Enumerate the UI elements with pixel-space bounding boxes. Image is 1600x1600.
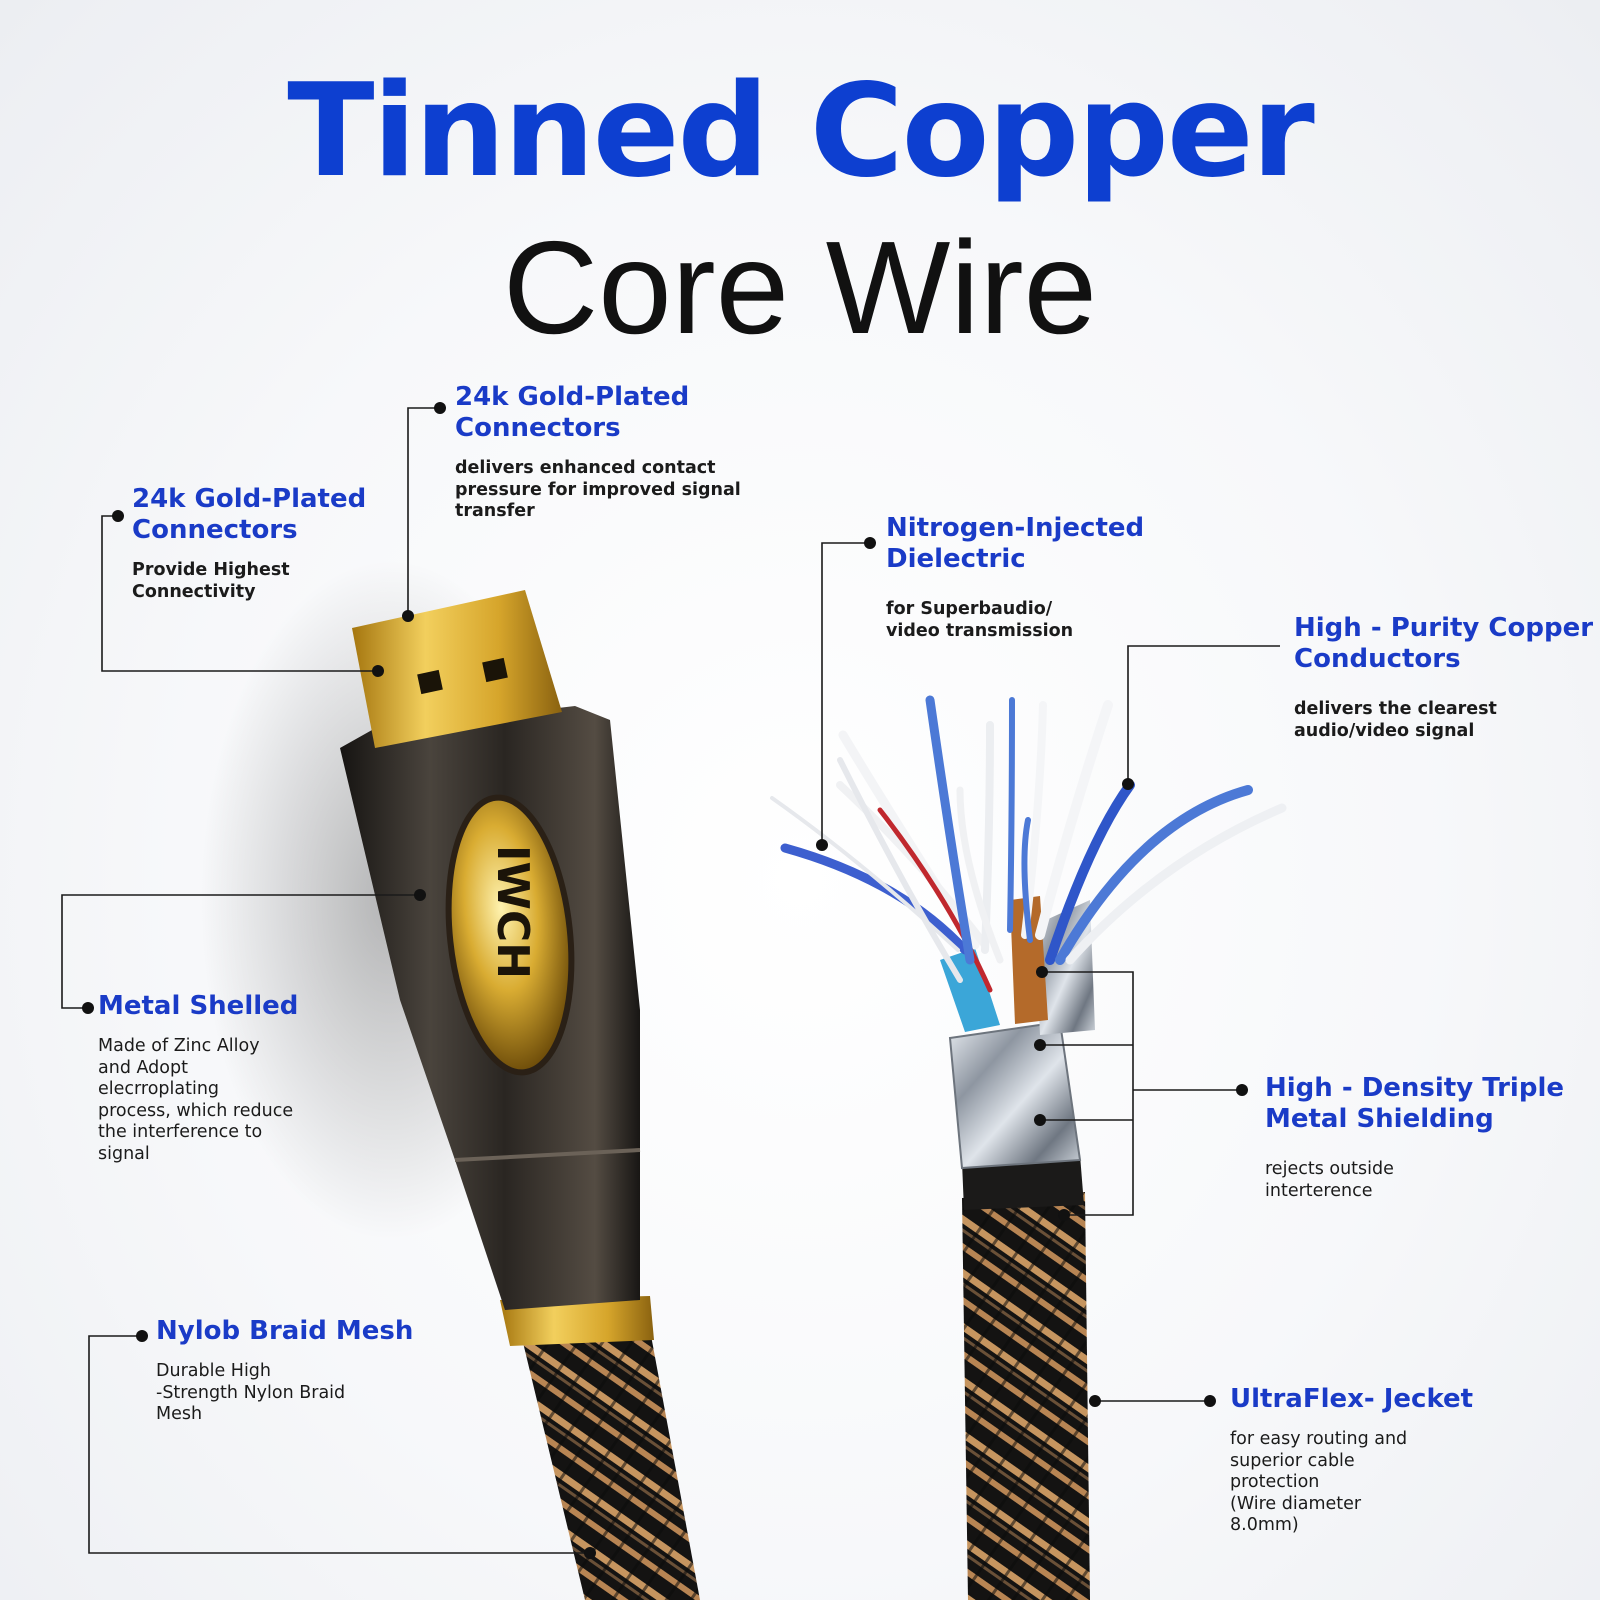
title-line-1: Tinned Copper — [287, 57, 1315, 206]
jacket-band — [962, 1155, 1084, 1210]
leader-gold-top — [407, 407, 440, 616]
plug-hole-right — [482, 657, 508, 683]
leader-triple-1 — [1042, 971, 1134, 1216]
braided-cable-right — [962, 1192, 1090, 1600]
foil-shield — [948, 1020, 1082, 1170]
callout-description: for easy routing and superior cable prot… — [1230, 1429, 1408, 1535]
callout-heading: 24k Gold-Plated Connectors — [132, 484, 367, 545]
shell-ridge — [454, 1148, 641, 1162]
gold-collar — [500, 1296, 654, 1346]
callout-description: for Superbaudio/ video transmission — [886, 599, 1074, 641]
callout-heading: High - Density Triple Metal Shielding — [1265, 1073, 1564, 1134]
callout-gold-connectors-top: 24k Gold-Plated Connectors delivers enha… — [455, 382, 741, 523]
callout-heading: UltraFlex- Jecket — [1230, 1384, 1474, 1414]
callout-heading: High - Purity Copper Conductors — [1294, 613, 1594, 674]
leader-nylon-braid — [88, 1335, 590, 1554]
conductor-wires — [770, 695, 1287, 993]
callout-description: delivers the clearest audio/video signal — [1294, 699, 1497, 741]
callout-description: Made of Zinc Alloy and Adopt elecrroplat… — [98, 1036, 294, 1164]
logo-oval — [445, 794, 575, 1076]
callout-description: delivers enhanced contact pressure for i… — [455, 458, 741, 521]
leader-gold-left — [101, 515, 378, 672]
leader-nitrogen — [821, 542, 870, 845]
callout-description: Provide Highest Connectivity — [132, 560, 290, 602]
hdmi-connector: IWCH — [340, 590, 700, 1600]
callout-metal-shelled: Metal Shelled Made of Zinc Alloy and Ado… — [98, 991, 298, 1165]
callout-triple-shielding: High - Density Triple Metal Shielding re… — [1265, 1073, 1564, 1202]
callout-heading: Metal Shelled — [98, 991, 299, 1021]
callout-heading: 24k Gold-Plated Connectors — [455, 382, 690, 443]
callout-description: rejects outside interterence — [1265, 1159, 1394, 1201]
braided-cable-left — [520, 1330, 700, 1600]
gold-plug — [352, 590, 562, 748]
stripped-cable — [770, 695, 1287, 1600]
callout-nylon-braid: Nylob Braid Mesh Durable High -Strength … — [156, 1316, 413, 1426]
leader-copper — [1127, 645, 1280, 784]
callout-ultraflex-jacket: UltraFlex- Jecket for easy routing and s… — [1230, 1384, 1473, 1537]
callout-heading: Nitrogen-Injected Dielectric — [886, 513, 1145, 574]
title-line-2: Core Wire — [502, 214, 1098, 361]
callout-heading: Nylob Braid Mesh — [156, 1316, 414, 1346]
callout-copper-conductors: High - Purity Copper Conductors delivers… — [1294, 613, 1593, 742]
callout-description: Durable High -Strength Nylon Braid Mesh — [156, 1361, 346, 1424]
leader-metal-shelled — [61, 894, 420, 1009]
leader-dots — [82, 402, 1248, 1559]
leader-lines — [61, 407, 1280, 1554]
callout-gold-connectors-left: 24k Gold-Plated Connectors Provide Highe… — [132, 484, 366, 603]
callout-nitrogen-dielectric: Nitrogen-Injected Dielectric for Superba… — [886, 513, 1144, 642]
connector-logo: IWCH — [487, 845, 538, 979]
plug-hole-left — [417, 669, 443, 695]
